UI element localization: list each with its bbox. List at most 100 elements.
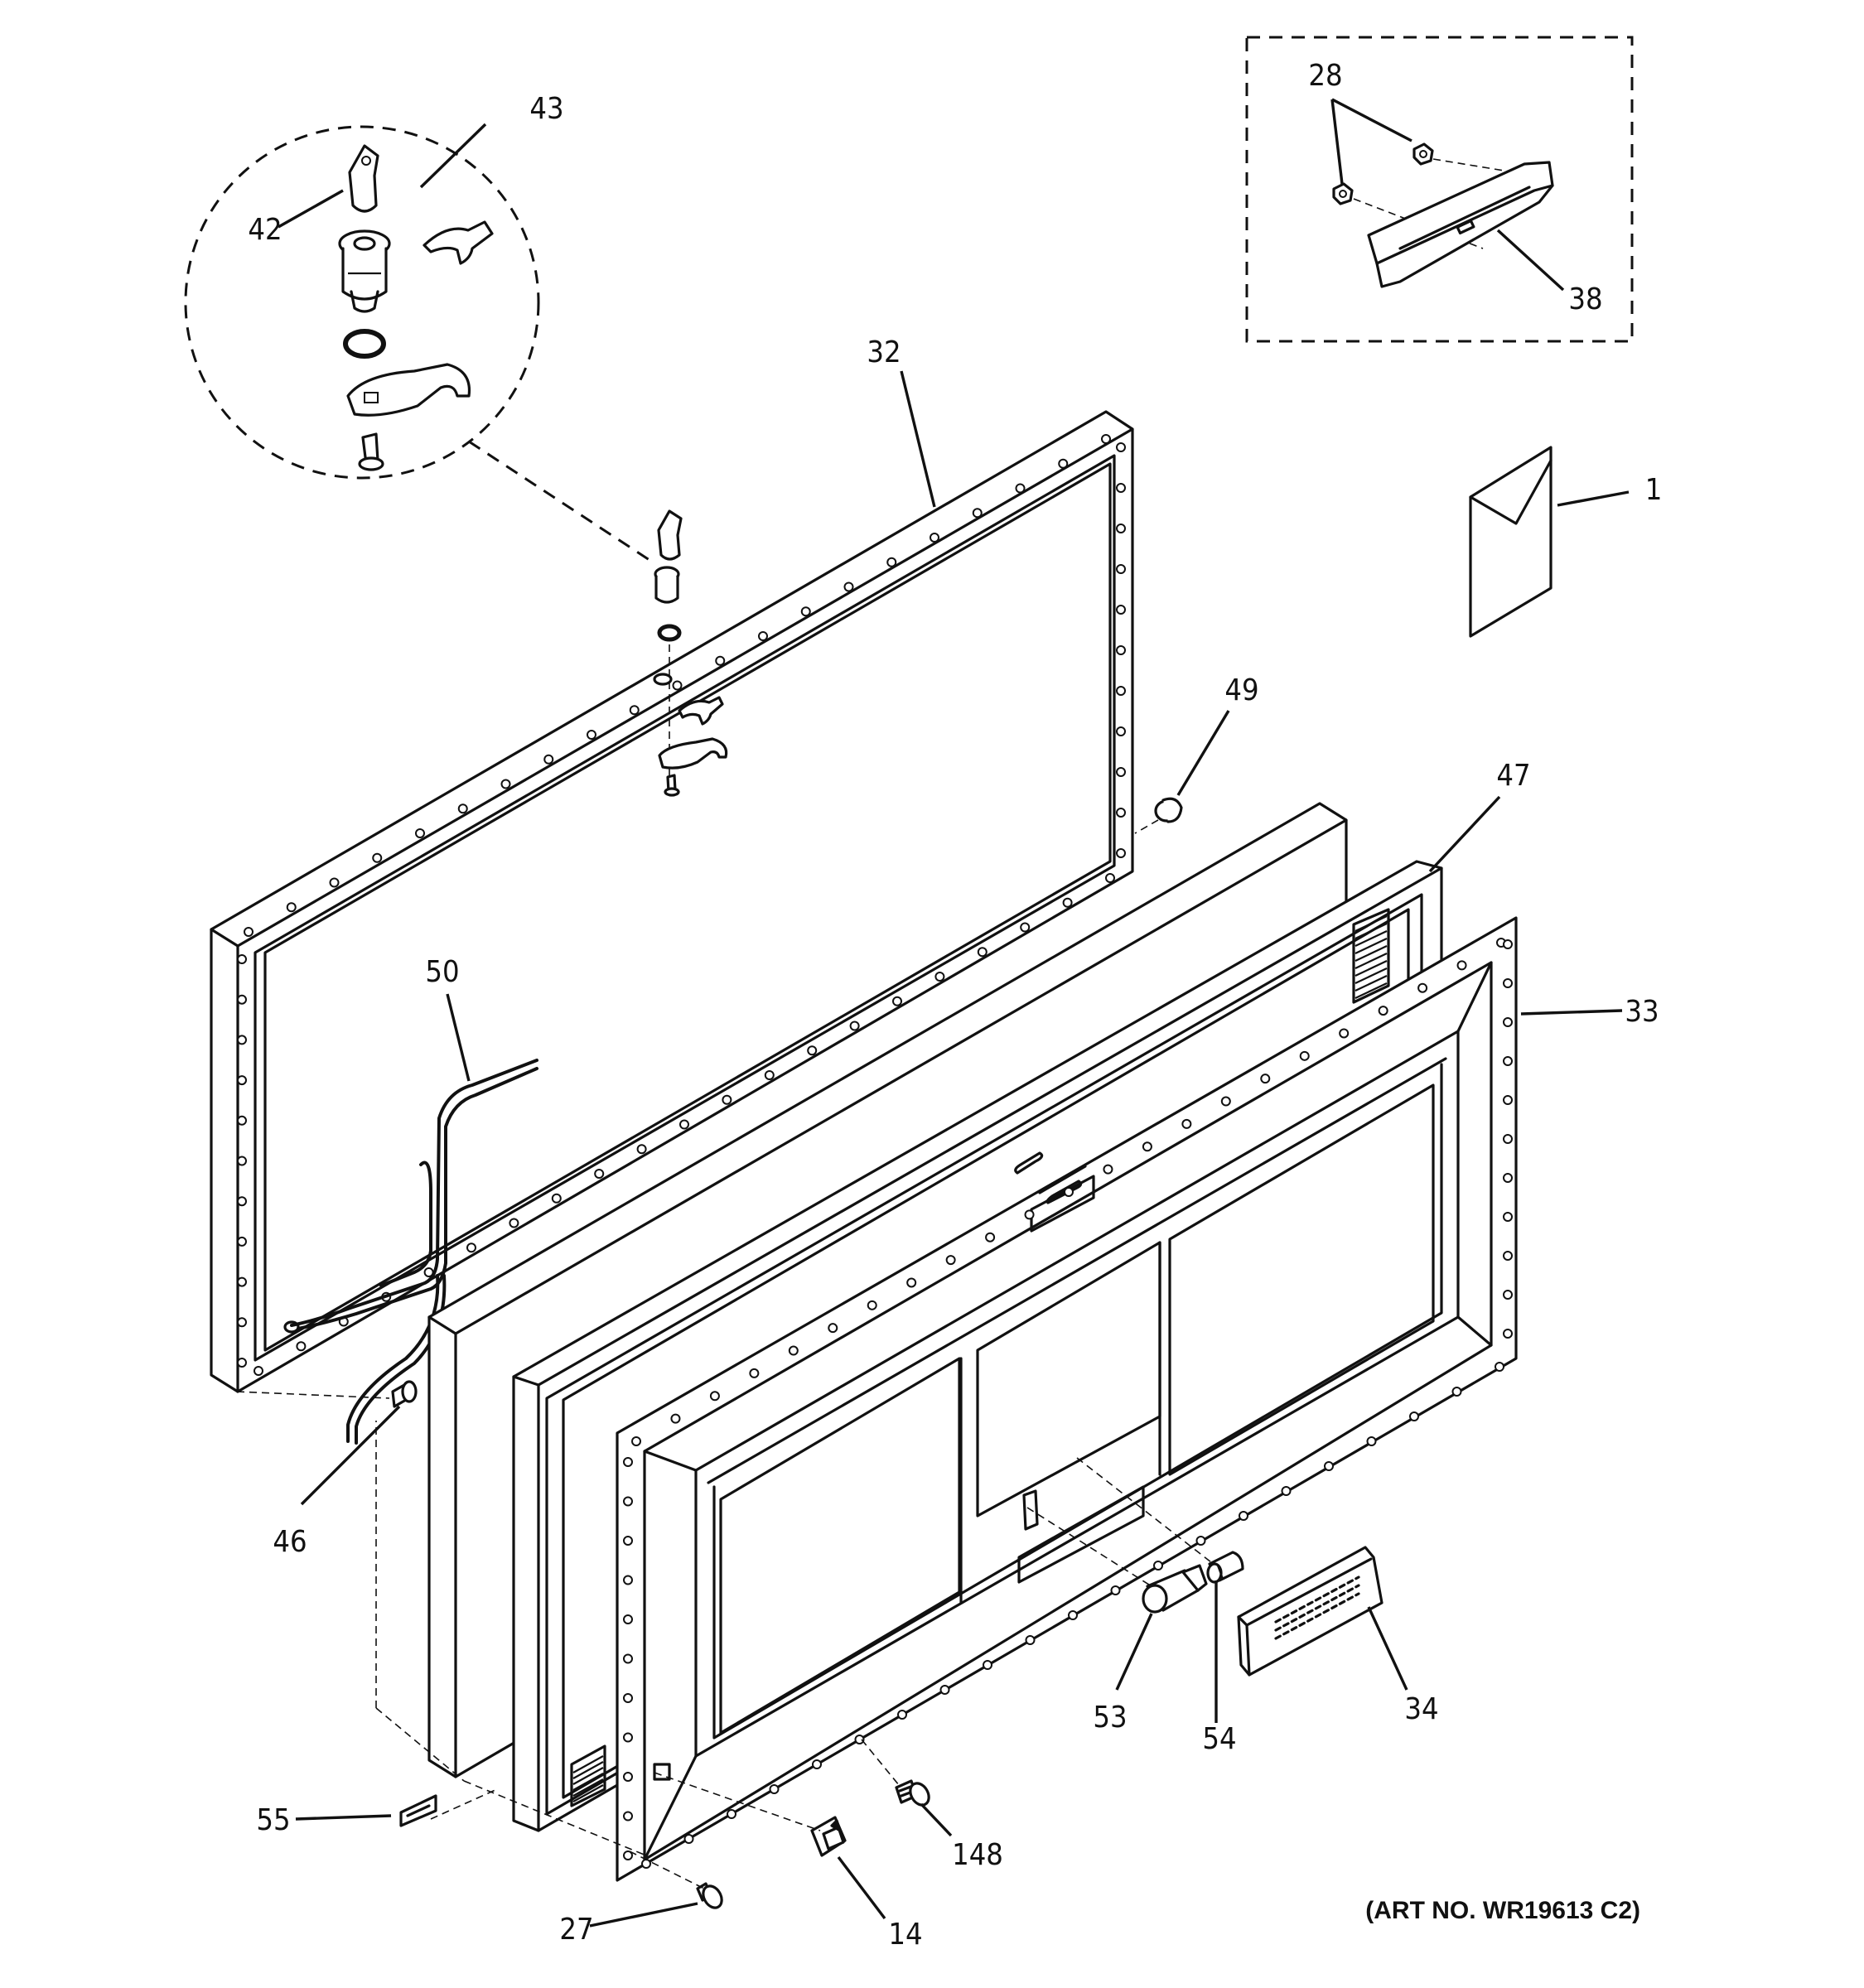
- mounting-hole: [623, 1536, 633, 1546]
- mounting-hole: [670, 1413, 681, 1424]
- mounting-hole: [807, 1045, 818, 1056]
- gasket-rib: [1355, 982, 1388, 999]
- plug-49: [1134, 797, 1183, 834]
- inner-liner-holes: [623, 938, 1513, 1869]
- callout-33: 33: [1625, 995, 1659, 1029]
- callout-49: 49: [1224, 673, 1259, 707]
- mounting-hole: [1503, 1329, 1513, 1339]
- mounting-hole: [1015, 483, 1026, 494]
- mounting-hole: [1503, 1290, 1513, 1300]
- lamp-bulb-54: [1206, 1551, 1244, 1584]
- mounting-hole: [631, 1436, 641, 1446]
- mounting-hole: [983, 1660, 992, 1670]
- mounting-hole: [623, 1811, 633, 1822]
- mounting-hole: [1503, 1056, 1513, 1066]
- mounting-hole: [849, 1021, 860, 1031]
- mounting-hole: [1116, 808, 1126, 818]
- light-cover-34: [1237, 1546, 1384, 1677]
- gasket-ribs: [572, 915, 1388, 1802]
- mounting-hole: [237, 1196, 247, 1207]
- mounting-hole: [977, 947, 988, 958]
- mounting-hole: [1105, 873, 1115, 883]
- mounting-hole: [286, 902, 297, 913]
- mounting-hole: [1220, 1096, 1231, 1107]
- mounting-hole: [623, 1496, 633, 1507]
- mounting-hole: [972, 508, 983, 519]
- mounting-hole: [1181, 1118, 1192, 1129]
- mounting-hole: [509, 1218, 519, 1228]
- mounting-hole: [1503, 1134, 1513, 1144]
- callout-42: 42: [248, 213, 282, 247]
- door-lock-parts: [654, 509, 728, 797]
- mounting-hole: [934, 972, 945, 982]
- mounting-hole: [1025, 1635, 1036, 1645]
- gasket-rib: [572, 1784, 604, 1802]
- mounting-hole: [749, 1368, 760, 1378]
- gasket-rib: [572, 1773, 604, 1791]
- mounting-hole: [672, 680, 683, 691]
- mounting-hole: [1339, 1028, 1350, 1039]
- mounting-hole: [1062, 897, 1073, 908]
- gasket-rib: [1355, 953, 1388, 969]
- callout-34: 34: [1404, 1692, 1439, 1726]
- mounting-hole: [769, 1784, 780, 1794]
- callout-28: 28: [1308, 59, 1343, 93]
- callout-54: 54: [1202, 1722, 1237, 1756]
- mounting-hole: [985, 1232, 996, 1242]
- gasket-rib: [1355, 975, 1388, 992]
- mounting-hole: [1281, 1486, 1292, 1496]
- mounting-hole: [629, 705, 640, 716]
- mounting-hole: [329, 877, 340, 888]
- mounting-hole: [623, 1653, 633, 1664]
- mounting-hole: [897, 1710, 907, 1720]
- mounting-hole: [623, 1850, 633, 1860]
- gasket-rib: [572, 1761, 604, 1779]
- callout-47: 47: [1496, 759, 1531, 793]
- callout-1: 1: [1644, 473, 1663, 507]
- mounting-hole: [1103, 1164, 1113, 1175]
- gasket-rib: [1355, 960, 1388, 977]
- callout-32: 32: [867, 335, 901, 369]
- mounting-hole: [854, 1735, 865, 1744]
- mounting-hole: [636, 1144, 647, 1155]
- mounting-hole: [237, 1156, 247, 1166]
- switch-14: [810, 1816, 847, 1857]
- mounting-hole: [1116, 645, 1126, 655]
- screw-27: [696, 1882, 723, 1909]
- callout-53: 53: [1093, 1701, 1128, 1735]
- mounting-hole: [683, 1834, 694, 1844]
- assembly-lines: [236, 1391, 1212, 1889]
- mounting-hole: [237, 1236, 247, 1247]
- mounting-hole: [709, 1391, 720, 1402]
- mounting-hole: [1116, 605, 1126, 615]
- mounting-hole: [623, 1457, 633, 1467]
- gasket-rib: [1355, 923, 1388, 939]
- mounting-hole: [812, 1759, 822, 1769]
- mounting-hole: [1116, 767, 1126, 777]
- mounting-hole: [1495, 1362, 1504, 1372]
- mounting-hole: [727, 1809, 736, 1819]
- mounting-hole: [623, 1772, 633, 1782]
- callout-55: 55: [256, 1803, 291, 1837]
- mounting-hole: [906, 1277, 917, 1288]
- mounting-hole: [1195, 1536, 1206, 1546]
- mounting-hole: [623, 1575, 633, 1585]
- callout-43: 43: [529, 92, 564, 126]
- gasket-rib: [572, 1778, 604, 1797]
- mounting-hole: [1101, 434, 1111, 444]
- mounting-hole: [800, 606, 811, 617]
- mounting-hole: [543, 754, 554, 765]
- mounting-hole: [237, 1075, 247, 1086]
- mounting-hole: [1064, 1187, 1074, 1197]
- mounting-hole: [886, 557, 897, 567]
- art-number: (ART NO. WR19613 C2): [1365, 1897, 1640, 1924]
- mounting-hole: [1116, 483, 1126, 493]
- mounting-hole: [1068, 1610, 1078, 1620]
- mounting-hole: [679, 1119, 689, 1130]
- handle-detail-group: [1245, 36, 1634, 343]
- mounting-hole: [1503, 1017, 1513, 1027]
- mounting-hole: [623, 1614, 633, 1624]
- mounting-hole: [1116, 686, 1126, 696]
- screw-148: [895, 1779, 930, 1807]
